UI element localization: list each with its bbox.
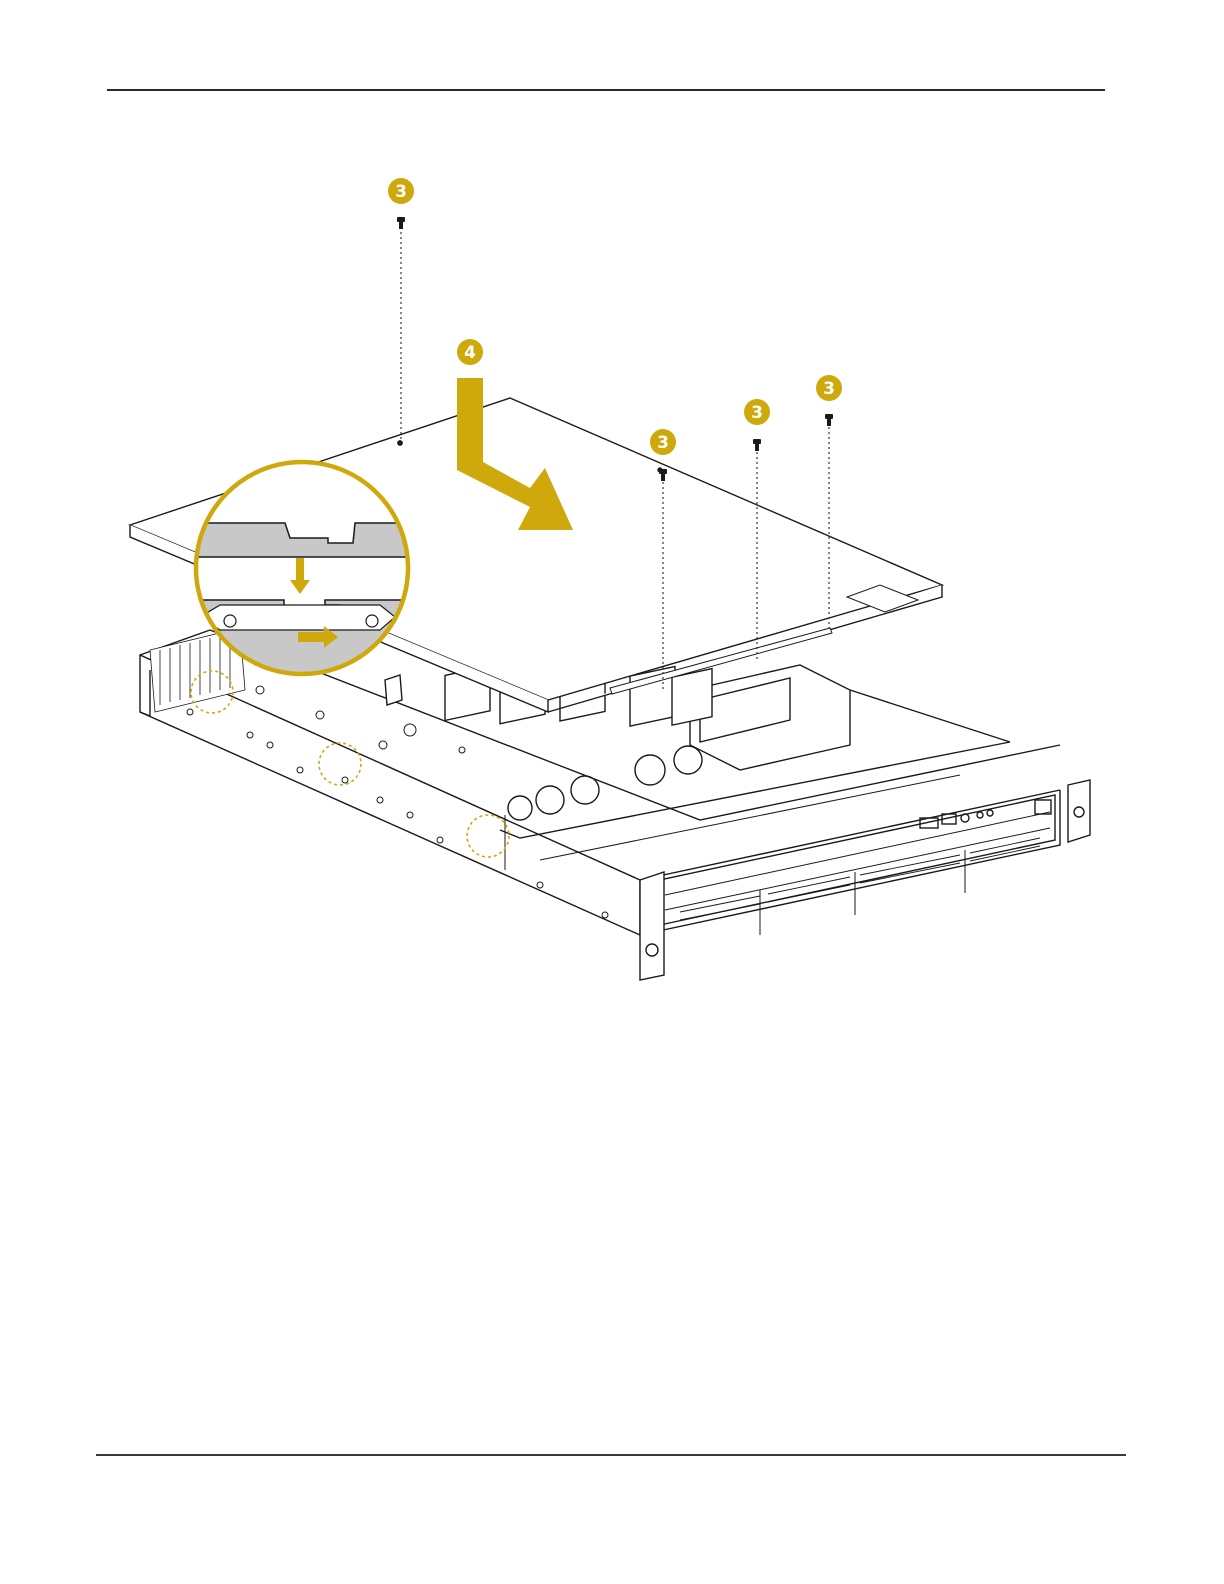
callout-screw-b: 3: [650, 429, 676, 455]
callout-slide: 4: [457, 339, 483, 365]
svg-text:3: 3: [395, 182, 407, 202]
svg-text:3: 3: [751, 403, 763, 423]
callout-badges: 3 4 3 3 3: [388, 178, 842, 455]
svg-text:3: 3: [657, 433, 669, 453]
footer-rule: [96, 1454, 1126, 1456]
svg-text:4: 4: [464, 343, 476, 363]
callout-screw-c: 3: [744, 399, 770, 425]
callout-screw-a: 3: [388, 178, 414, 204]
svg-text:3: 3: [823, 379, 835, 399]
callout-screw-d: 3: [816, 375, 842, 401]
